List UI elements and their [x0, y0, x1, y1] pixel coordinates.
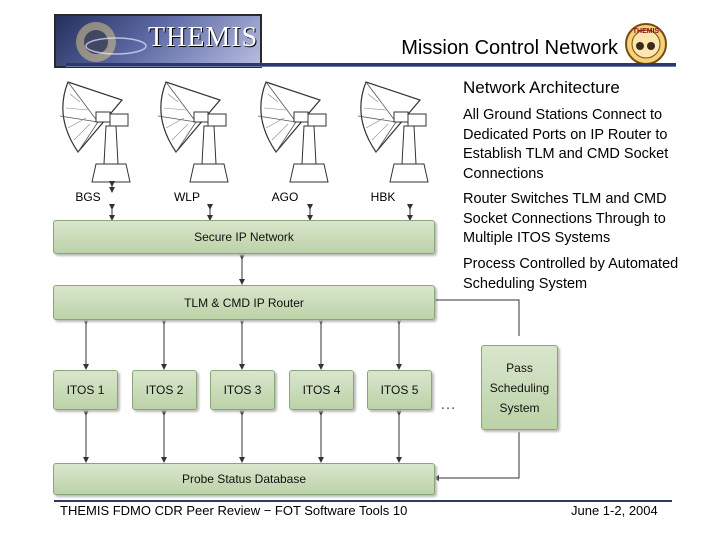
- probe-status-database-box: Probe Status Database: [53, 463, 435, 495]
- scheduler-links: [433, 297, 520, 481]
- themis-logo: THEMIS: [54, 14, 262, 68]
- dish-wlp-icon: [157, 81, 229, 183]
- itos-box-2: ITOS 2: [132, 370, 197, 410]
- footer-date: June 1-2, 2004: [571, 503, 658, 518]
- bullet-heading: Network Architecture: [463, 78, 620, 97]
- station-label-hbk: HBK: [370, 190, 396, 204]
- footer-left-text: THEMIS FDMO CDR Peer Review − FOT Softwa…: [60, 503, 408, 518]
- dish-hbk-icon: [357, 81, 429, 183]
- itos-box-1: ITOS 1: [53, 370, 118, 410]
- station-label-wlp: WLP: [173, 190, 200, 204]
- more-itos-ellipsis: …: [440, 396, 456, 413]
- itos-box-3: ITOS 3: [210, 370, 275, 410]
- logo-art-icon: [76, 22, 147, 62]
- scheduling-system-box: Pass Scheduling System: [481, 345, 558, 430]
- ip-router-box: TLM & CMD IP Router: [53, 285, 435, 320]
- secure-ip-network-box: Secure IP Network: [53, 220, 435, 254]
- logo-text: THEMIS: [148, 22, 259, 53]
- station-links: [83, 181, 413, 463]
- scheduler-line-2: Scheduling: [489, 380, 550, 395]
- title-rule: [66, 63, 676, 66]
- bullet-item-1: All Ground Stations Connect to Dedicated…: [463, 107, 669, 182]
- station-label-bgs: BGS: [75, 190, 101, 204]
- scheduler-line-1: Pass: [506, 360, 533, 375]
- dish-ago-icon: [257, 81, 329, 183]
- page-title: Mission Control Network: [401, 37, 618, 59]
- bullet-item-3: Process Controlled by Automated Scheduli…: [463, 256, 679, 292]
- station-label-ago: AGO: [271, 190, 299, 204]
- itos-box-5: ITOS 5: [367, 370, 432, 410]
- bullet-item-2: Router Switches TLM and CMD Socket Conne…: [463, 191, 667, 246]
- itos-box-4: ITOS 4: [289, 370, 354, 410]
- scheduler-line-3: System: [499, 400, 540, 415]
- badge-text: THEMIS: [633, 28, 660, 35]
- title-rule-accent: [66, 66, 676, 67]
- footer-rule: [54, 500, 672, 502]
- dish-bgs-icon: [59, 81, 131, 183]
